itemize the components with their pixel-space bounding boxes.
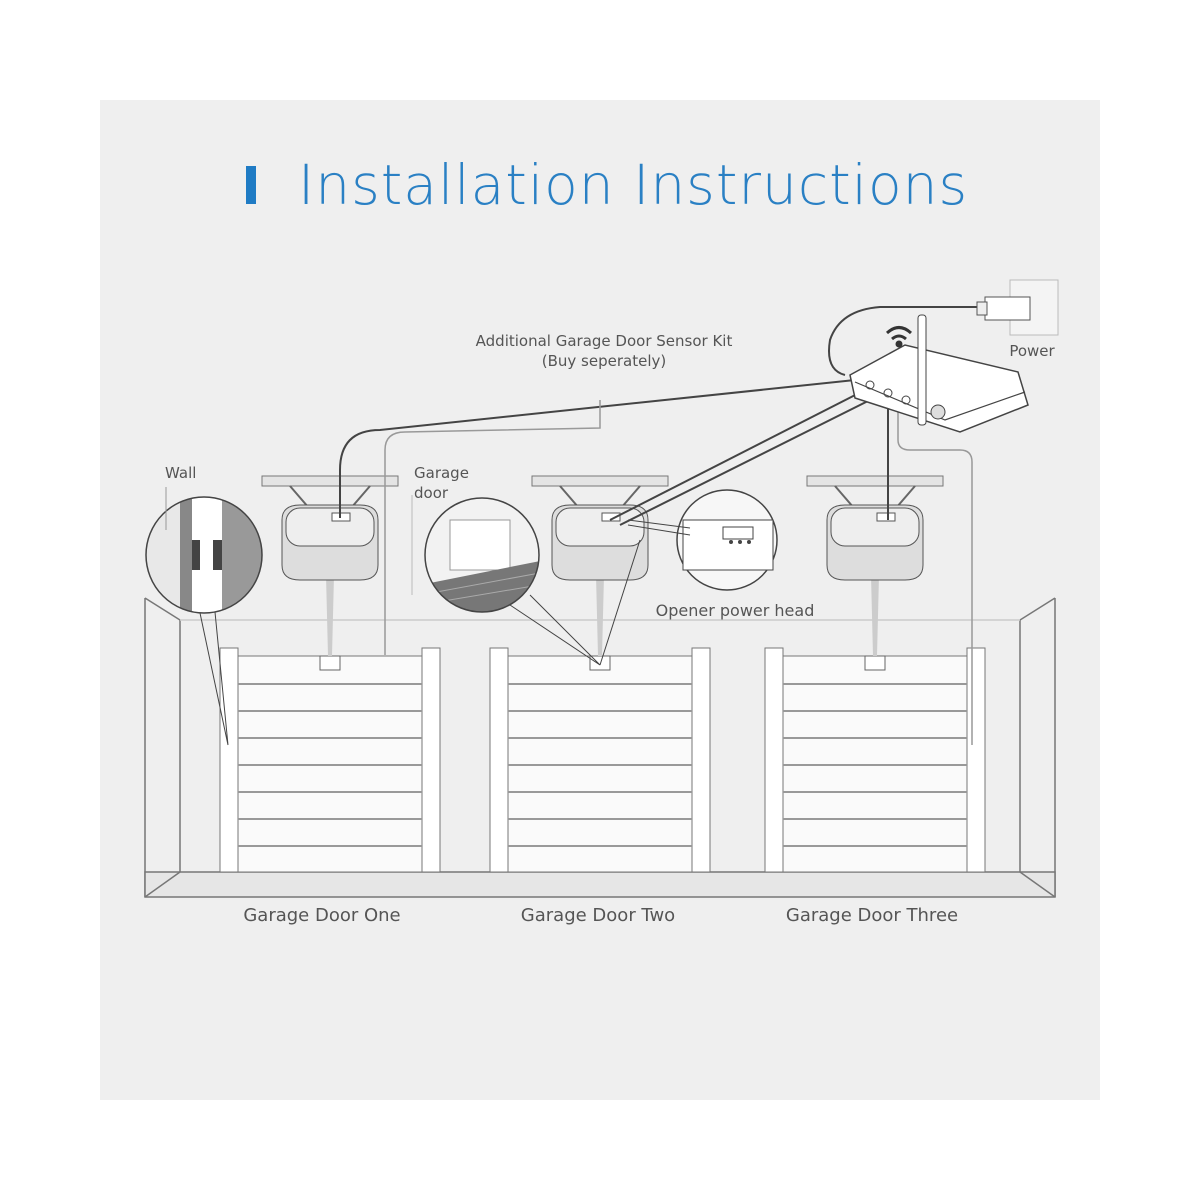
power-cable — [828, 306, 985, 376]
power-adapter-icon — [976, 279, 1059, 336]
antenna-icon — [917, 314, 927, 426]
garage-door — [219, 647, 441, 873]
hub-icon — [849, 314, 1029, 433]
garage-door-label: Garage — [414, 464, 469, 482]
page-title: Installation Instructions — [246, 150, 968, 220]
door-one-label: Garage Door One — [243, 905, 400, 926]
wire-door-one — [339, 379, 856, 518]
wire-door-two — [609, 389, 866, 521]
door-three-label: Garage Door Three — [786, 905, 958, 926]
opener-power-head-label: Opener power head — [656, 601, 815, 620]
sensor-kit-label: Additional Garage Door Sensor Kit — [476, 332, 733, 350]
garage-door — [764, 647, 986, 873]
wifi-icon — [885, 326, 913, 348]
sensor-kit-leader — [384, 400, 601, 655]
floor — [144, 871, 1056, 898]
power-label: Power — [1009, 342, 1055, 360]
garage-door-label-2: door — [414, 484, 449, 502]
wire-door-two-b — [619, 394, 881, 526]
title-accent-bar — [246, 166, 256, 204]
garage-door — [489, 647, 711, 873]
sensor-kit-note: (Buy seperately) — [542, 352, 666, 370]
garage-door-detail-inset — [411, 495, 641, 666]
right-wall — [1019, 597, 1056, 897]
title-text: Installation Instructions — [298, 153, 969, 217]
opener-icon — [261, 475, 399, 656]
opener-icon — [806, 475, 944, 656]
sensor-cable-right — [897, 400, 973, 745]
wall-label: Wall — [165, 464, 196, 482]
left-wall — [144, 597, 181, 897]
opener-icon — [531, 475, 669, 656]
opener-power-head-inset — [627, 489, 778, 591]
door-two-label: Garage Door Two — [521, 905, 675, 926]
